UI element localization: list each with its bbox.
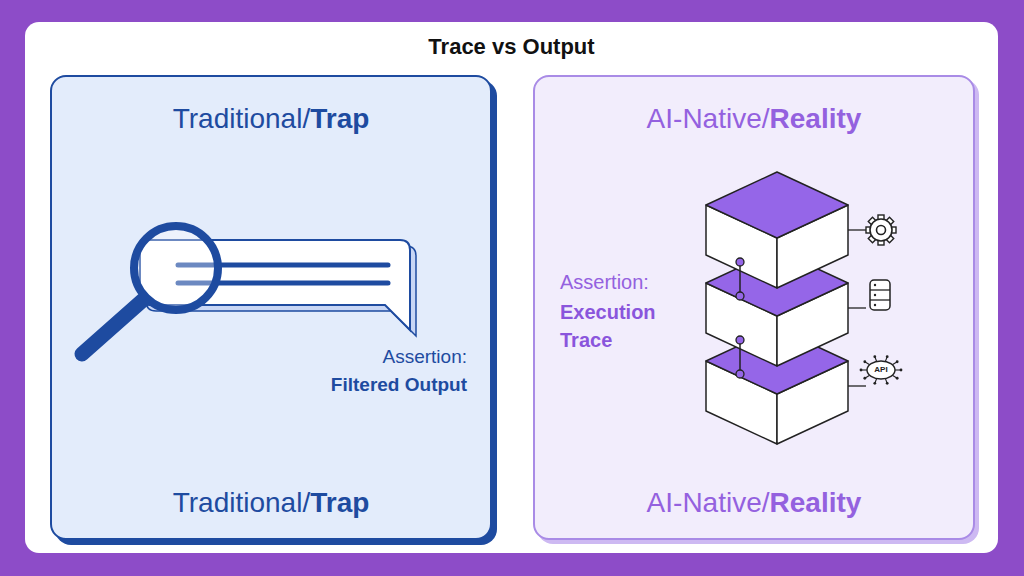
link-dots xyxy=(736,336,744,378)
assertion-value: Execution Trace xyxy=(560,298,685,354)
assertion-label: Assertion: xyxy=(560,270,649,295)
panel-heading: AI-Native/Reality xyxy=(647,101,862,136)
database-icon xyxy=(870,280,890,310)
link-dots xyxy=(736,258,744,300)
assertion-value: Filtered Output xyxy=(331,373,467,397)
diagram-title: Trace vs Output xyxy=(25,34,998,60)
panel-footer: Traditional/Trap xyxy=(173,485,370,520)
api-icon xyxy=(860,355,903,384)
gear-icon xyxy=(866,215,896,245)
panel-footer: AI-Native/Reality xyxy=(647,485,862,520)
api-label: API xyxy=(861,364,901,376)
assertion-label: Assertion: xyxy=(383,345,467,369)
magnifier-icon xyxy=(82,226,218,354)
stack-block xyxy=(706,172,866,288)
block-stack xyxy=(706,172,866,444)
panel-heading: Traditional/Trap xyxy=(173,101,370,136)
